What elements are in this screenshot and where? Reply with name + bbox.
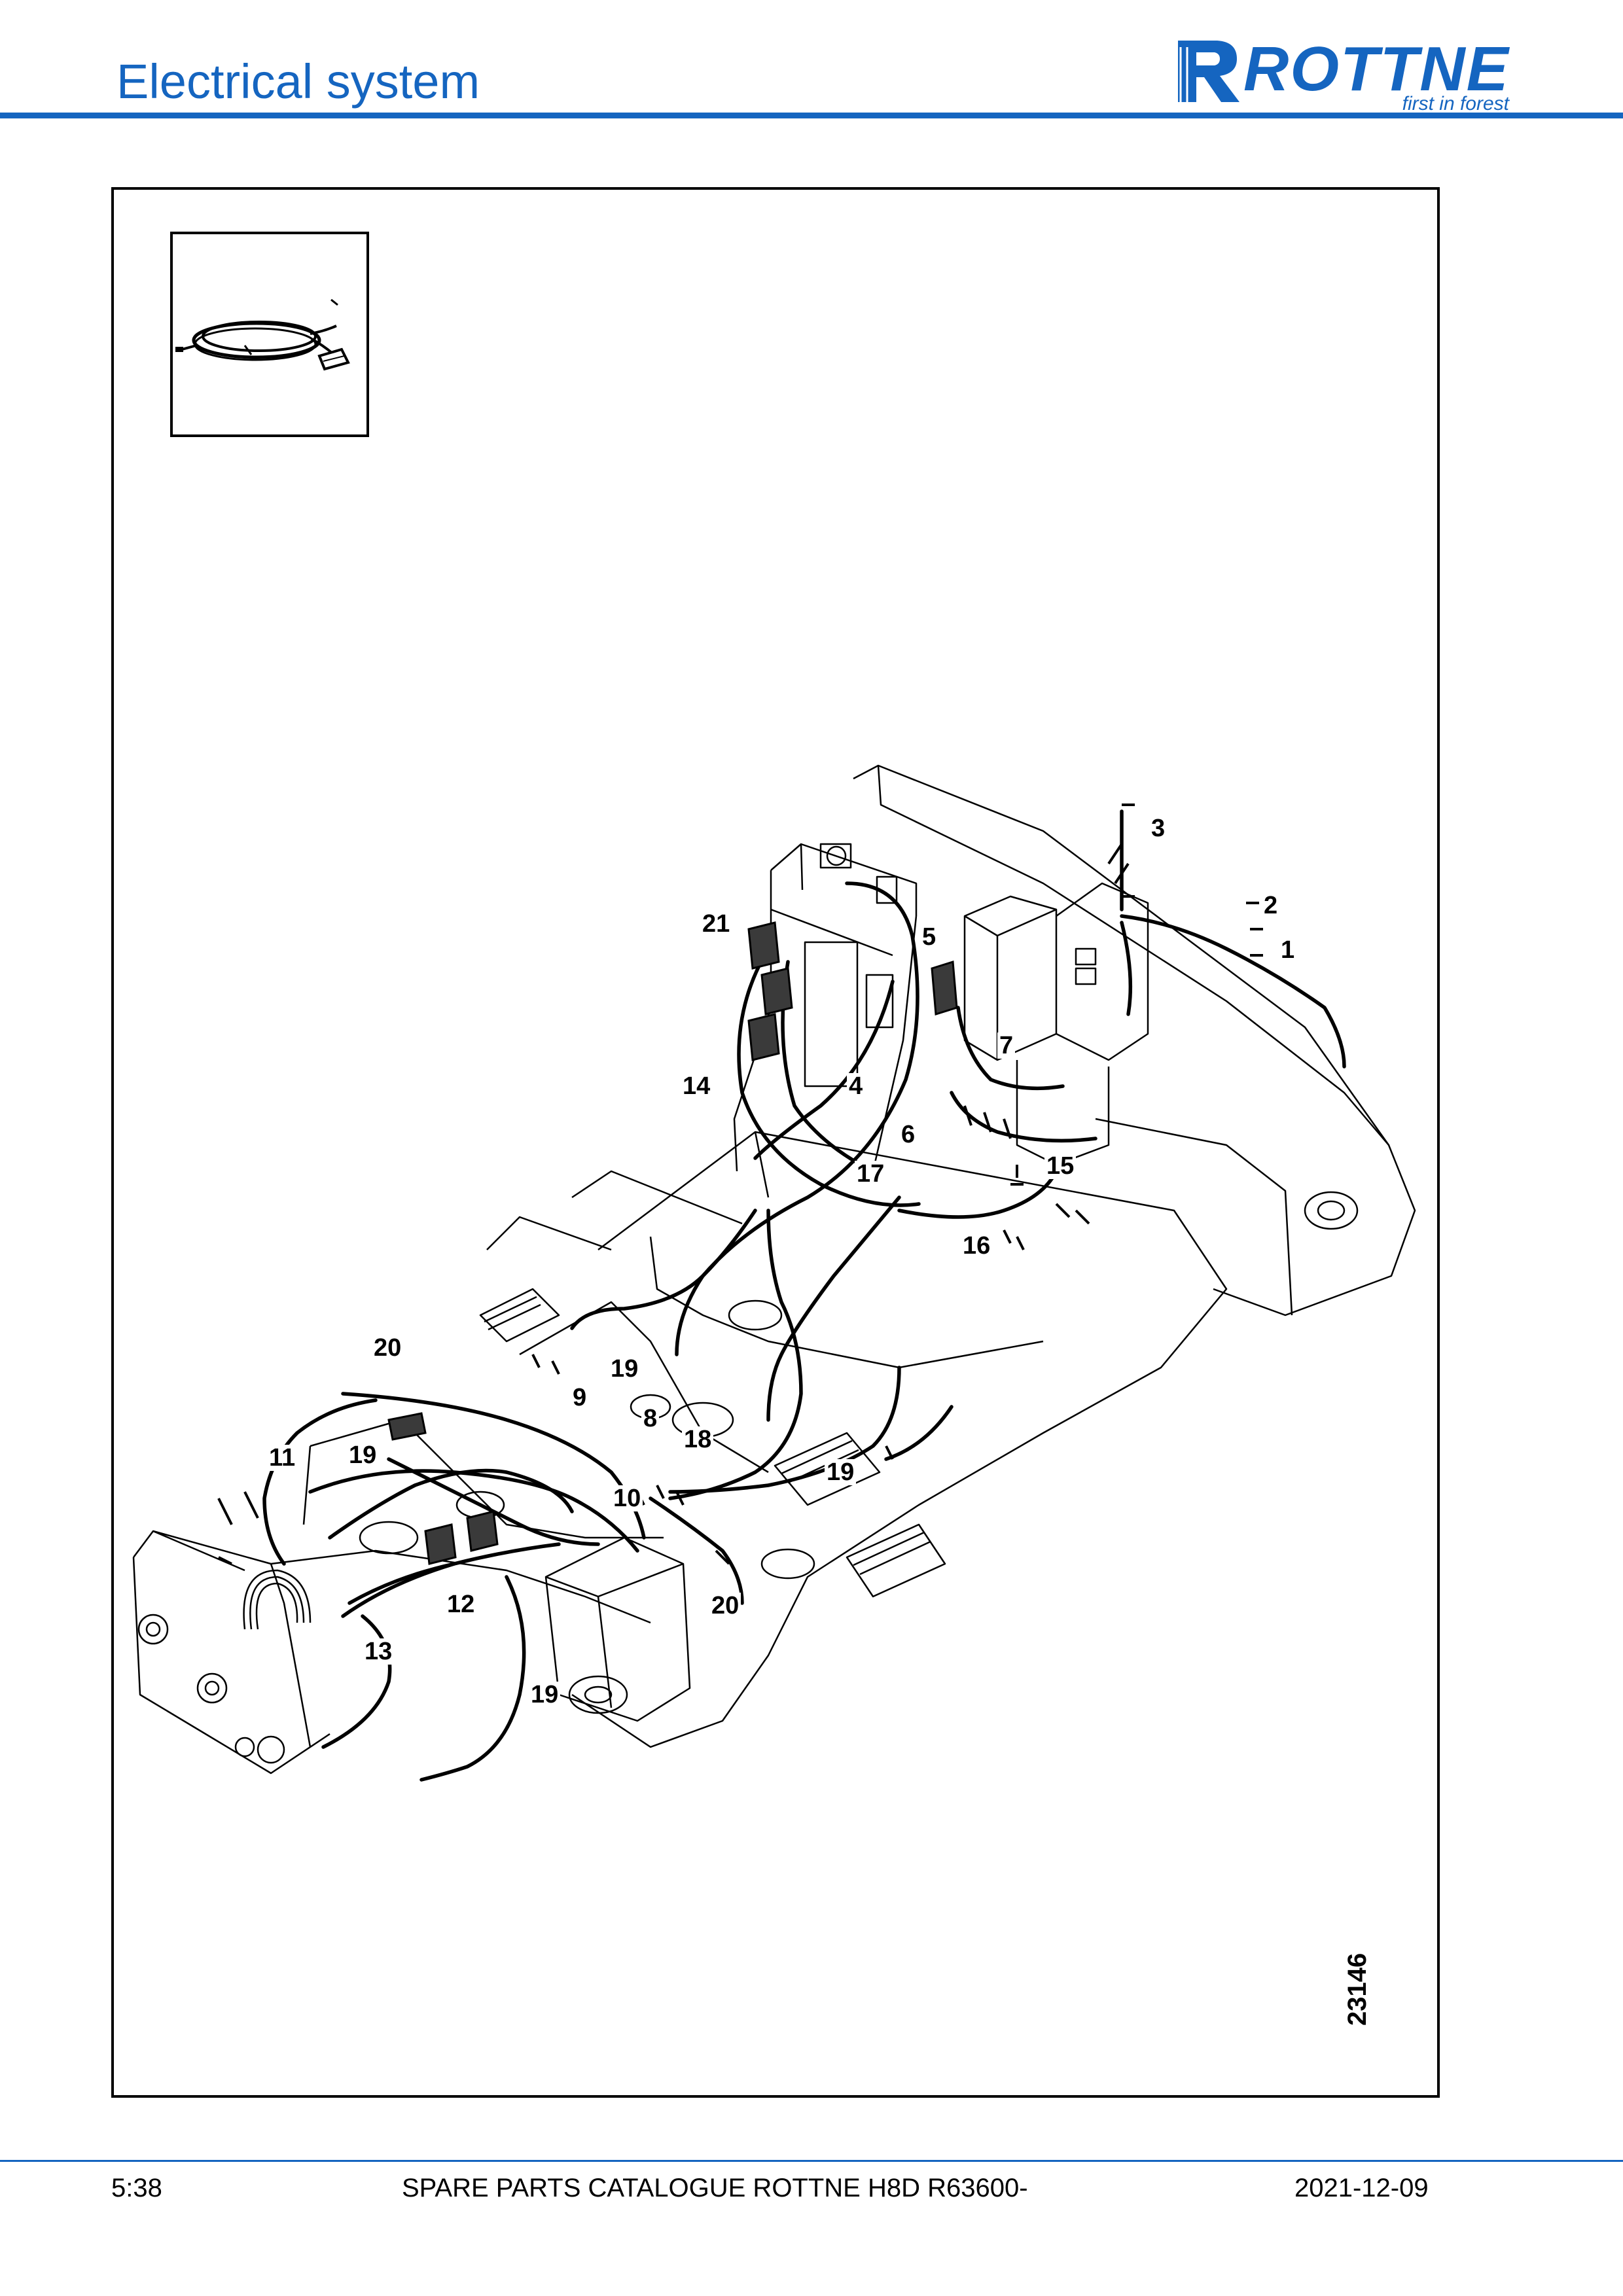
callout-7: 7	[997, 1033, 1016, 1059]
catalogue-date: 2021-12-09	[1294, 2174, 1429, 2202]
catalogue-title: SPARE PARTS CATALOGUE ROTTNE H8D R63600-	[402, 2174, 1028, 2202]
brand-logo: ROTTNE first in forest	[1171, 34, 1512, 115]
header-divider	[0, 113, 1623, 118]
brand-tagline: first in forest	[1402, 93, 1509, 115]
callout-19-b: 19	[347, 1442, 379, 1468]
callout-16: 16	[961, 1233, 993, 1259]
callout-21: 21	[700, 911, 732, 937]
callout-4: 4	[847, 1073, 865, 1099]
callout-19-d: 19	[529, 1682, 561, 1708]
callout-19-a: 19	[609, 1356, 641, 1382]
callout-1: 1	[1279, 937, 1297, 963]
figure-frame	[111, 187, 1440, 2098]
callout-5: 5	[920, 924, 938, 950]
callout-13: 13	[363, 1638, 395, 1665]
callout-3: 3	[1149, 815, 1168, 841]
callout-17: 17	[855, 1161, 887, 1187]
callout-8: 8	[641, 1405, 660, 1432]
electrical-harness-drawing	[132, 764, 1416, 1782]
callout-9: 9	[571, 1385, 589, 1411]
inset-box	[170, 232, 369, 437]
callout-12: 12	[445, 1591, 477, 1617]
callout-18: 18	[682, 1426, 714, 1453]
callout-15: 15	[1044, 1153, 1077, 1179]
callout-19-c: 19	[825, 1459, 857, 1485]
cable-harness-icon	[175, 298, 350, 371]
footer-divider	[0, 2160, 1623, 2162]
callout-20-b: 20	[709, 1593, 741, 1619]
callout-14: 14	[681, 1073, 713, 1099]
callout-11: 11	[267, 1445, 298, 1471]
page-title: Electrical system	[116, 54, 480, 109]
callout-2: 2	[1262, 892, 1280, 919]
brand-name: ROTTNE	[1243, 34, 1510, 104]
callout-6: 6	[899, 1122, 918, 1148]
page-number: 5:38	[111, 2174, 162, 2202]
callout-10: 10	[611, 1485, 643, 1511]
callout-20-a: 20	[372, 1335, 404, 1361]
rottne-r-emblem-icon	[1178, 41, 1240, 102]
drawing-number: 23146	[1343, 1952, 1372, 2026]
